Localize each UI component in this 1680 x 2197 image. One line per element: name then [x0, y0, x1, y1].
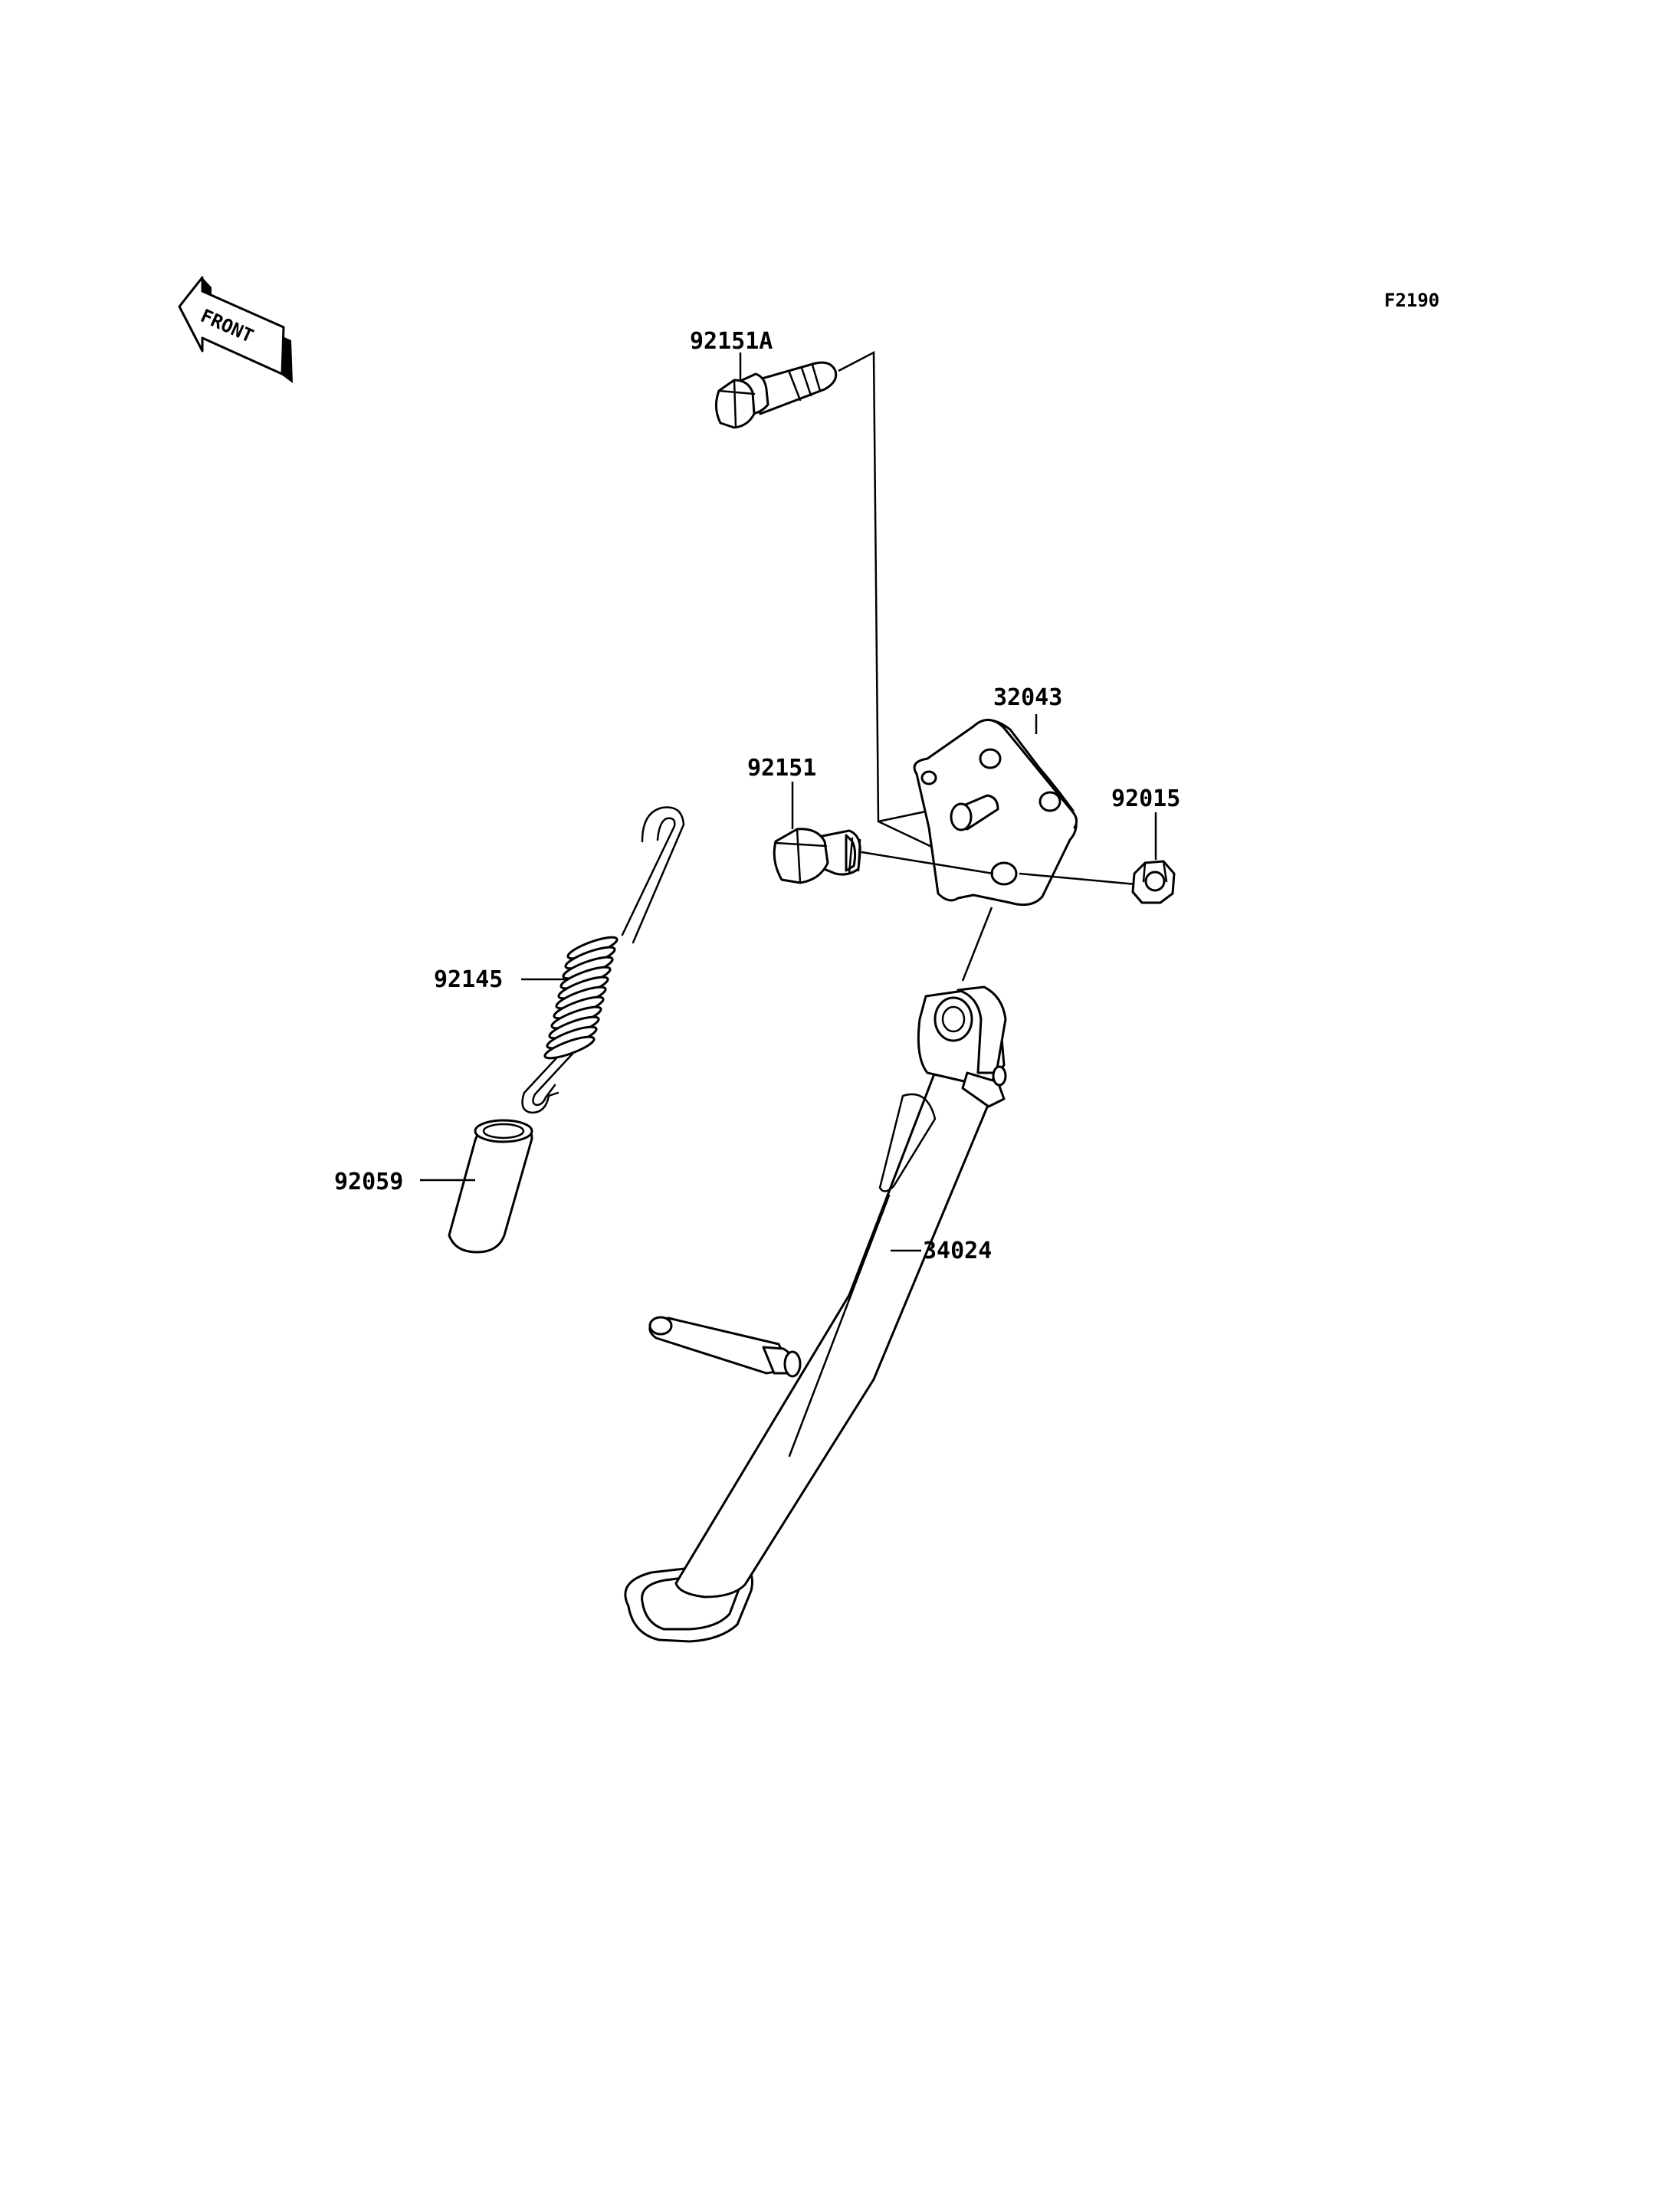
bolt-92151a-icon [715, 361, 838, 429]
label-92015: 92015 [1111, 785, 1180, 812]
label-92151a: 92151A [690, 328, 773, 355]
assembly-line-nut [1019, 872, 1137, 886]
bracket-32043-icon [913, 719, 1078, 907]
assembly-line-bolt [861, 851, 994, 875]
label-92145: 92145 [434, 966, 503, 993]
spring-92145-icon [521, 806, 685, 1114]
assembly-line-stand [961, 907, 993, 982]
label-92059: 92059 [334, 1169, 403, 1195]
label-34024: 34024 [923, 1238, 992, 1264]
bolt-92151-icon [773, 828, 861, 884]
label-32043: 32043 [993, 684, 1062, 711]
label-92151: 92151 [747, 755, 816, 782]
figure-code: F2190 [1384, 290, 1439, 311]
nut-92015-icon [1131, 860, 1176, 904]
collar-92059-icon [448, 1119, 533, 1254]
assembly-line-bolt-a [838, 350, 937, 851]
front-arrow-icon: FRONT [178, 276, 293, 383]
side-stand-34024-icon [624, 985, 1007, 1643]
